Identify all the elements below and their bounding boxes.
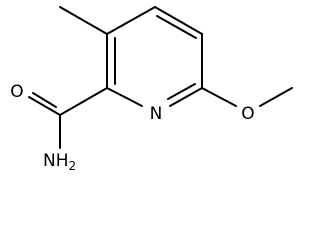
bond-c3-c4 (106, 6, 156, 35)
ether-oxygen-label: O (241, 104, 254, 124)
bond-o-ch3 (259, 87, 293, 107)
ring-nitrogen-label: N (150, 104, 163, 124)
bond-camide-o-double (32, 92, 57, 108)
bond-c2-camide (59, 87, 108, 116)
bond-c6-o (201, 87, 237, 107)
amide-nh-text: NH (43, 151, 69, 171)
bond-camide-o (28, 96, 61, 116)
bond-methyl (59, 6, 108, 35)
carbonyl-oxygen-label: O (10, 82, 23, 102)
amide-nitrogen-label: NH2 (43, 151, 76, 173)
bond-c4-c5-inner (156, 15, 197, 39)
molecule-structure: N O O NH2 (10, 6, 293, 173)
bond-c6-n1 (169, 87, 203, 107)
bond-n1-c2 (106, 87, 143, 107)
bond-c4-c5 (154, 6, 203, 35)
bond-c6-n1-inner (167, 83, 196, 100)
amide-h-subscript: 2 (69, 159, 77, 173)
